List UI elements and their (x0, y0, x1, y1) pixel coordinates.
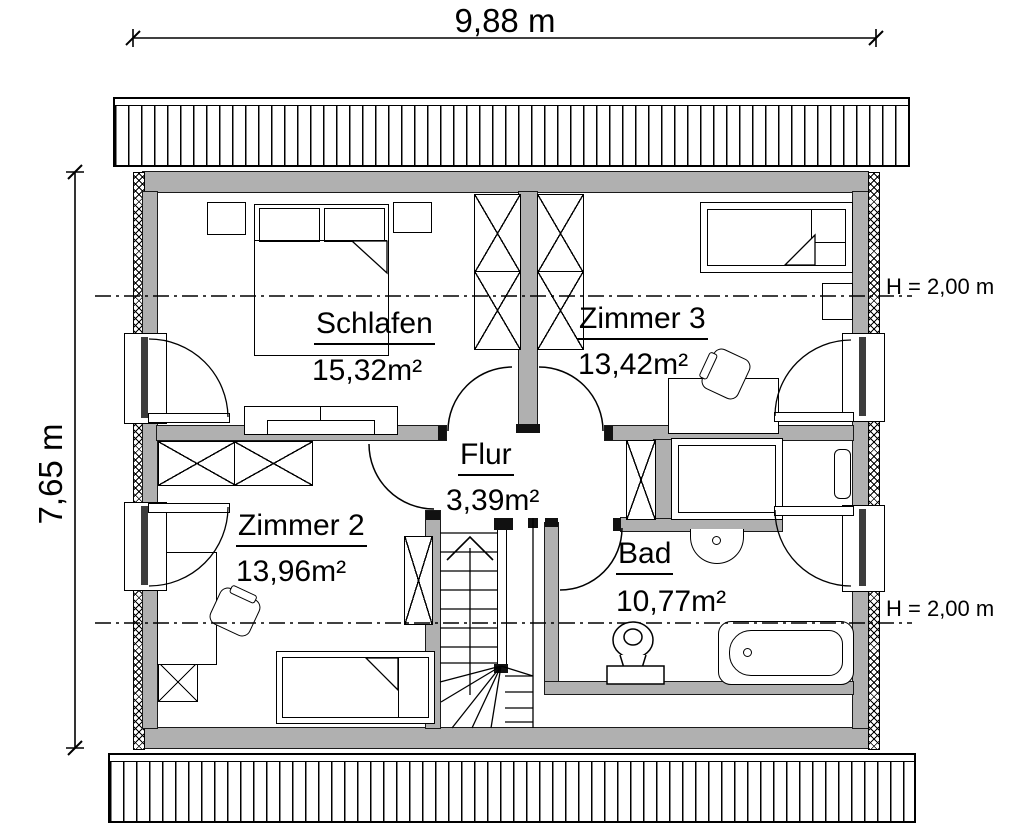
shaft-zimmer3-lower (537, 271, 584, 350)
door-arc-zimmer2 (368, 443, 435, 510)
door-jamb (426, 511, 440, 520)
room-label-bad: Bad (616, 538, 674, 575)
window-glazing (859, 337, 866, 416)
room-label-flur: Flur (458, 439, 514, 476)
wall-right-insulation (868, 172, 880, 750)
roof-overhang-top (113, 97, 910, 167)
room-area-schlafen: 15,32m² (312, 354, 423, 387)
door-arc-schlafen (447, 366, 513, 432)
window-glazing (141, 337, 148, 418)
roof-hatch-icon (110, 761, 914, 821)
window-arc-zimmer3 (774, 339, 852, 417)
wall-shaft-shower (653, 439, 672, 519)
roof-hatch-icon (115, 105, 908, 165)
room-label-zimmer3: Zimmer 3 (577, 303, 708, 340)
room-label-schlafen: Schlafen (314, 308, 435, 345)
pillow (259, 208, 320, 242)
door-jamb (545, 518, 558, 527)
blanket-line (254, 240, 387, 241)
wardrobe-zimmer2-right (234, 441, 313, 486)
window-glazing (141, 506, 148, 585)
roof-overhang-bottom (108, 753, 916, 823)
bathtub-drain (743, 648, 752, 657)
nightstand-left (207, 202, 246, 235)
desk-zimmer2 (157, 552, 217, 665)
height-marker-upper: H = 2,00 m (886, 274, 995, 299)
wall-bad-north-partial (620, 517, 783, 532)
room-area-zimmer2: 13,96m² (236, 555, 347, 588)
blanket-fold (350, 240, 388, 275)
pillow (398, 657, 429, 718)
window-leaf (148, 413, 230, 423)
dimension-line-width (125, 29, 884, 47)
nightstand-right (393, 202, 432, 233)
room-label-zimmer2: Zimmer 2 (236, 510, 367, 547)
door-jamb (605, 426, 613, 440)
shaft-zimmer2-stair (404, 536, 433, 625)
stair-arrow-head (446, 535, 494, 561)
window-arc-schlafen (148, 338, 229, 418)
window-arc-bad (774, 509, 852, 587)
door-jamb (613, 518, 621, 531)
stair-post (494, 518, 513, 530)
room-area-bad: 10,77m² (616, 585, 727, 618)
wall-central-endcap (516, 424, 540, 433)
window-leaf (774, 412, 854, 422)
dimension-line-height (66, 164, 84, 756)
window-arc-zimmer2 (148, 506, 229, 587)
dresser-divider (320, 406, 321, 433)
door-arc-zimmer3 (538, 366, 604, 432)
window-leaf (148, 503, 230, 513)
shaft-bad (626, 440, 656, 520)
bathtub-inner (729, 630, 843, 676)
shower-tray (678, 445, 776, 513)
shaft-schlafen-lower (474, 271, 521, 350)
wall-shelf (822, 283, 853, 320)
towel-radiator (834, 449, 851, 499)
wall-right (852, 191, 869, 729)
washbasin-drain (712, 536, 721, 545)
height-marker-lower: H = 2,00 m (886, 596, 995, 621)
blanket-fold (364, 657, 399, 692)
room-area-zimmer3: 13,42m² (578, 348, 689, 381)
wall-top (142, 171, 869, 193)
shaft-zimmer3-upper (537, 194, 584, 273)
shaft-zimmer2-corner (158, 662, 198, 702)
dresser-drawer (267, 420, 375, 435)
wall-bad-west (544, 522, 559, 685)
wall-central (518, 191, 538, 433)
window-glazing (859, 509, 866, 586)
toilet (606, 621, 665, 685)
door-arc-bad (559, 527, 623, 591)
blanket-fold (783, 233, 816, 266)
shaft-schlafen-upper (474, 194, 521, 273)
dimension-height-label: 7,65 m (32, 423, 69, 525)
wardrobe-zimmer2-left (158, 441, 236, 486)
wall-bottom (142, 727, 869, 749)
room-area-flur: 3,39m² (446, 484, 540, 517)
door-jamb (438, 426, 446, 440)
wall-left (142, 191, 158, 729)
staircase (439, 518, 534, 729)
dimension-width-label: 9,88 m (454, 2, 556, 39)
wall-knee-bad (544, 681, 854, 695)
pillow (811, 209, 846, 243)
